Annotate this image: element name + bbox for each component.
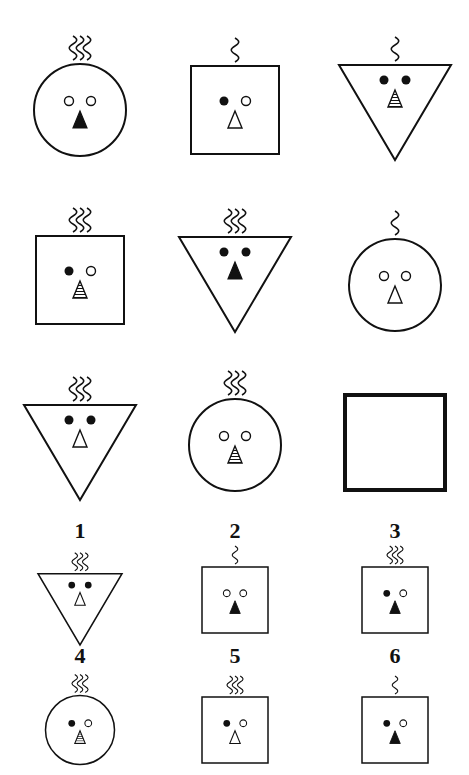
circle-face (34, 36, 126, 156)
circle-face (189, 371, 281, 491)
circle-face (349, 211, 441, 331)
square-face (36, 208, 124, 324)
option-number: 2 (230, 520, 241, 542)
option-triangle-face (38, 553, 122, 645)
triangle-face (179, 209, 291, 332)
option-square-face (362, 676, 428, 763)
option-number: 5 (230, 645, 241, 667)
option-square-face (362, 546, 428, 633)
option-square-face (202, 676, 268, 763)
missing-answer-box (345, 395, 445, 490)
triangle-face (339, 37, 451, 160)
square-face (191, 38, 279, 154)
option-number: 1 (75, 520, 86, 542)
option-square-face (202, 546, 268, 633)
triangle-face (24, 377, 136, 500)
option-number: 4 (75, 645, 86, 667)
option-number: 3 (390, 520, 401, 542)
option-circle-face (46, 675, 115, 765)
option-number: 6 (390, 645, 401, 667)
